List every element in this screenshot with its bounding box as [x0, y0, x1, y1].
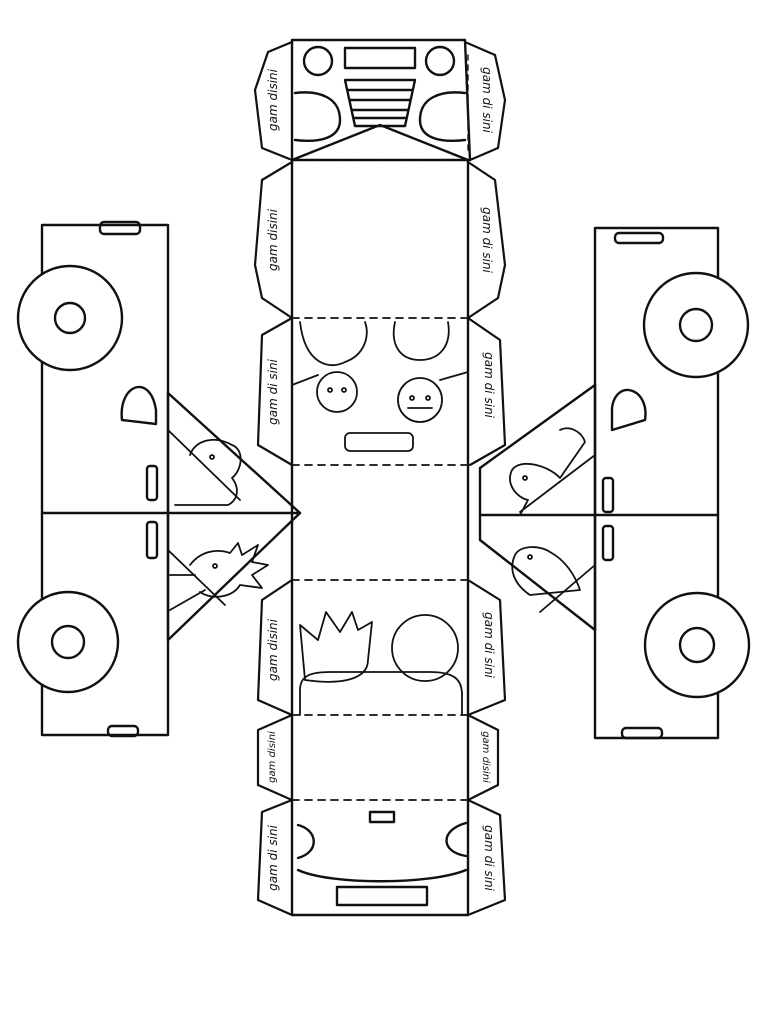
tab-label: gam disini — [266, 68, 280, 131]
tab-label: gam di sini — [482, 825, 496, 891]
rear-window-passengers — [299, 611, 463, 716]
left-window-passengers — [167, 429, 269, 611]
tab-label: gam disini — [266, 208, 280, 271]
left-side-panel — [40, 220, 302, 738]
tab-label: gam disini — [267, 731, 278, 783]
left-rear-wheel-icon — [16, 590, 120, 694]
tab-rear-window-right — [466, 578, 507, 717]
right-side-panel — [478, 226, 720, 740]
tab-label: gam di sini — [482, 352, 496, 418]
tab-label: gam disini — [266, 618, 280, 681]
tab-roof-top-right — [463, 40, 507, 162]
right-door-handles — [601, 388, 647, 562]
tab-rear-right — [466, 798, 507, 917]
tab-labels: gam disini gam di sini gam disini gam di… — [266, 67, 496, 891]
tab-trunk-right — [466, 713, 500, 802]
tab-label: gam di sini — [482, 612, 496, 678]
left-front-wheel-icon — [16, 264, 124, 372]
fold-lines — [291, 159, 469, 916]
tab-roof-top-left — [253, 40, 294, 162]
tab-rear-window-left — [256, 578, 294, 717]
right-front-wheel-icon — [642, 271, 750, 379]
left-door-handles — [120, 385, 159, 560]
tab-rear-left — [256, 798, 294, 917]
tab-windshield-left — [253, 160, 294, 320]
right-rear-wheel-icon — [643, 591, 751, 699]
tab-trunk-left — [256, 713, 294, 802]
tab-label: gam di sini — [266, 824, 280, 890]
tab-roof-right — [466, 316, 507, 467]
hood-panel — [290, 45, 470, 162]
glue-tabs — [253, 40, 507, 917]
tab-label: gam di sini — [480, 207, 494, 273]
tab-label: gam di sini — [480, 67, 494, 133]
right-window-passengers — [509, 427, 596, 613]
tab-inner-dash — [291, 54, 469, 151]
windshield-passengers — [291, 321, 469, 452]
tab-windshield-right — [466, 160, 507, 320]
center-strip-outline — [290, 38, 472, 917]
trunk-panel — [296, 810, 468, 907]
tab-label: gam di sini — [266, 358, 280, 424]
tab-roof-left — [256, 316, 294, 467]
tab-label: gam disini — [480, 731, 491, 783]
